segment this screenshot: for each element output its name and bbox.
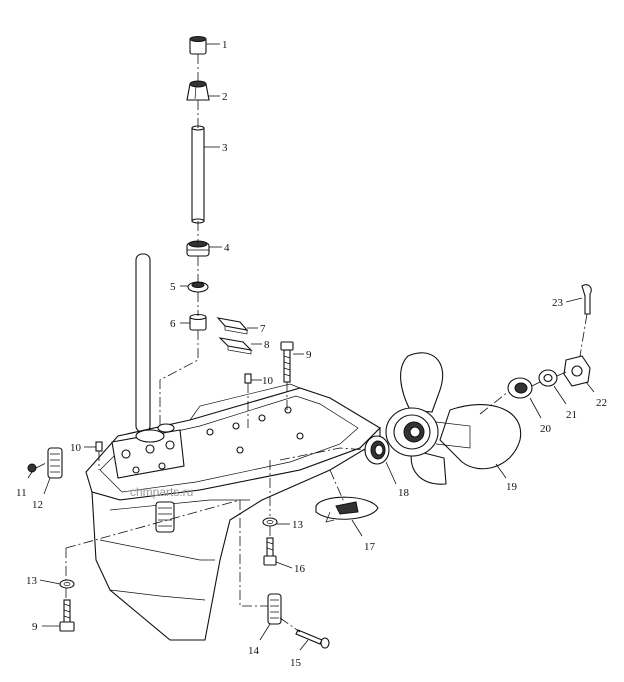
- part-14-anode: [267, 593, 282, 625]
- part-5-seal: [187, 281, 209, 293]
- part-2-bushing: [186, 80, 210, 101]
- part-7-key: [216, 317, 249, 335]
- part-17-trim-tab: [315, 496, 379, 523]
- leader-lines: [27, 43, 595, 651]
- part-3-water-tube: [191, 125, 205, 224]
- callout-6: 6: [170, 318, 176, 330]
- part-23-cotter-pin: [581, 284, 592, 315]
- part-20-washer: [507, 377, 533, 399]
- part-10-pin-upper: [244, 373, 252, 384]
- callout-1: 1: [222, 39, 228, 51]
- part-8-plate: [218, 337, 253, 355]
- callout-8: 8: [264, 339, 270, 351]
- callout-2: 2: [222, 91, 228, 103]
- callout-labels: 1 2 3 4 5 6 7 8 9 10 10 11 12 13 13 9 16…: [16, 39, 607, 669]
- part-18-thrust-washer: [364, 435, 390, 465]
- callout-23: 23: [552, 297, 564, 309]
- callout-14: 14: [248, 645, 260, 657]
- callout-9-upper: 9: [306, 349, 312, 361]
- callout-21: 21: [566, 409, 577, 421]
- callout-12: 12: [32, 499, 43, 511]
- callout-19: 19: [506, 481, 518, 493]
- callout-10-lower: 10: [70, 442, 82, 454]
- watermark-text: chmparts.ru: [130, 485, 193, 499]
- callout-20: 20: [540, 423, 552, 435]
- callout-22: 22: [596, 397, 607, 409]
- part-16-bolt: [263, 537, 277, 566]
- part-19-propeller: [385, 352, 522, 485]
- callout-3: 3: [222, 142, 228, 154]
- callout-13-right: 13: [292, 519, 304, 531]
- part-12-screen: [47, 447, 63, 479]
- callout-15: 15: [290, 657, 302, 669]
- callout-7: 7: [260, 323, 266, 335]
- callout-9-lower: 9: [32, 621, 38, 633]
- part-6-collar: [189, 313, 207, 331]
- part-15-screw: [295, 629, 330, 649]
- part-1-cap: [189, 36, 207, 55]
- callout-10-upper: 10: [262, 375, 274, 387]
- part-9-bolt-lower: [59, 599, 75, 632]
- part-11-nut: [27, 463, 37, 473]
- callout-13-left: 13: [26, 575, 38, 587]
- part-4-grommet: [186, 240, 210, 257]
- part-13-washer-left: [59, 579, 75, 589]
- part-13-washer-right: [262, 517, 278, 527]
- assembly-lines: [35, 54, 588, 633]
- part-10-pin-lower: [95, 441, 103, 452]
- part-22-castle-nut: [563, 355, 591, 387]
- drive-shaft: [135, 253, 151, 433]
- callout-18: 18: [398, 487, 410, 499]
- callout-11: 11: [16, 487, 27, 499]
- part-9-bolt-upper: [280, 341, 294, 383]
- callout-16: 16: [294, 563, 306, 575]
- callout-4: 4: [224, 242, 230, 254]
- callout-17: 17: [364, 541, 376, 553]
- callout-5: 5: [170, 281, 176, 293]
- part-21-spacer: [538, 369, 558, 387]
